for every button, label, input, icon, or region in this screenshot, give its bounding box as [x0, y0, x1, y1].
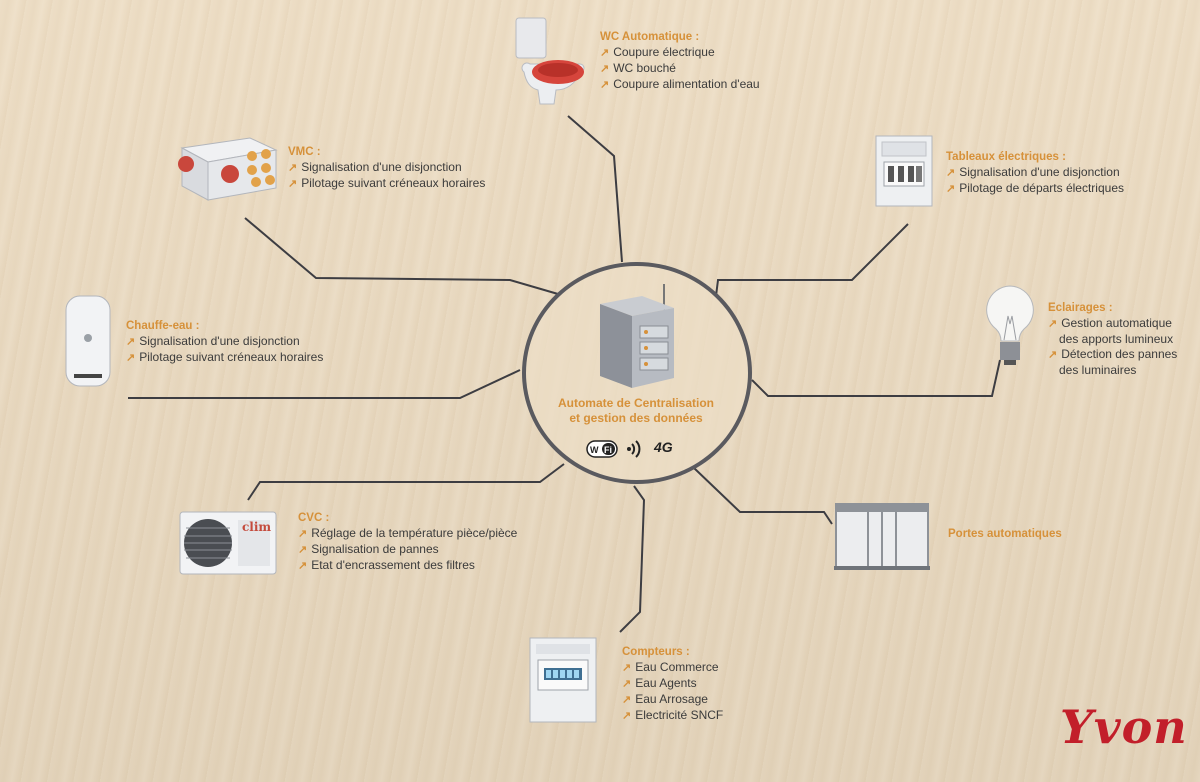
list-item: ↗Coupure alimentation d'eau: [600, 77, 760, 91]
list-item: ↗Pilotage suivant créneaux horaires: [288, 176, 486, 190]
chauffe-eau-block: Chauffe-eau : ↗Signalisation d'une disjo…: [126, 319, 323, 366]
arrow-icon: ↗: [600, 63, 610, 75]
arrow-icon: ↗: [298, 544, 308, 556]
electrical-panel-icon: [875, 135, 933, 207]
list-item: ↗Signalisation d'une disjonction: [946, 165, 1120, 179]
arrow-icon: ↗: [1048, 318, 1058, 330]
arrow-icon: ↗: [600, 47, 610, 59]
hub-connectivity: W Fi 4G: [586, 437, 706, 461]
line-portes: [693, 467, 833, 525]
eclairages-title: Eclairages :: [1048, 302, 1113, 314]
list-item: ↗Coupure électrique: [600, 45, 715, 59]
list-item: ↗Signalisation d'une disjonction: [126, 334, 300, 348]
line-cvc: [247, 463, 565, 501]
list-item: ↗Eau Agents: [622, 676, 697, 690]
cvc-block: CVC : ↗Réglage de la température pièce/p…: [298, 511, 517, 574]
list-item: ↗WC bouché: [600, 61, 676, 75]
line-vmc: [244, 217, 559, 295]
list-item: ↗Réglage de la température pièce/pièce: [298, 526, 518, 540]
network-4g-label: 4G: [654, 439, 673, 455]
automatic-door-icon: [834, 503, 930, 570]
vmc-block: VMC : ↗Signalisation d'une disjonction ↗…: [288, 145, 485, 192]
list-item: ↗Signalisation d'une disjonction: [288, 160, 462, 174]
tableaux-title: Tableaux électriques :: [946, 151, 1066, 163]
arrow-icon: ↗: [622, 662, 632, 674]
compteurs-title: Compteurs :: [622, 646, 690, 658]
server-cabinet-icon: [600, 284, 674, 388]
portes-title: Portes automatiques: [948, 528, 1062, 540]
list-item: ↗Signalisation de pannes: [298, 542, 439, 556]
toilet-icon: [515, 17, 585, 105]
water-heater-icon: [65, 295, 111, 387]
arrow-icon: ↗: [126, 352, 136, 364]
wifi-logo-icon: W Fi: [586, 440, 618, 458]
arrow-icon: ↗: [946, 183, 956, 195]
portes-block: Portes automatiques: [948, 527, 1062, 542]
light-bulb-icon: [986, 285, 1034, 365]
list-item: des luminaires: [1059, 363, 1137, 377]
arrow-icon: ↗: [298, 560, 308, 572]
svg-text:Fi: Fi: [604, 445, 612, 455]
vmc-title: VMC :: [288, 146, 321, 158]
signature: Yvon: [1060, 700, 1188, 754]
arrow-icon: ↗: [288, 178, 298, 190]
compteurs-block: Compteurs : ↗Eau Commerce ↗Eau Agents ↗E…: [622, 645, 723, 724]
arrow-icon: ↗: [1048, 349, 1058, 361]
list-item: ↗Etat d'encrassement des filtres: [298, 558, 475, 572]
arrow-icon: ↗: [298, 528, 308, 540]
ventilation-unit-icon: [178, 137, 278, 201]
air-conditioner-icon: [179, 511, 277, 575]
clim-label: clim: [242, 520, 272, 534]
list-item: ↗Détection des pannes: [1048, 347, 1178, 361]
list-item: ↗Eau Commerce: [622, 660, 719, 674]
line-eclairages: [751, 359, 1001, 397]
arrow-icon: ↗: [288, 162, 298, 174]
wc-title: WC Automatique :: [600, 31, 700, 43]
tableaux-block: Tableaux électriques : ↗Signalisation d'…: [946, 150, 1124, 197]
list-item: ↗Pilotage de départs électriques: [946, 181, 1124, 195]
arrow-icon: ↗: [600, 79, 610, 91]
line-chauffe-eau: [128, 369, 521, 399]
meter-cabinet-icon: [529, 637, 597, 723]
arrow-icon: ↗: [622, 694, 632, 706]
list-item: des apports lumineux: [1059, 332, 1174, 346]
line-wc: [567, 115, 623, 263]
chauffe-eau-title: Chauffe-eau :: [126, 320, 200, 332]
arrow-icon: ↗: [622, 678, 632, 690]
cvc-title: CVC :: [298, 512, 330, 524]
arrow-icon: ↗: [622, 710, 632, 722]
eclairages-block: Eclairages : ↗Gestion automatique des ap…: [1048, 301, 1177, 378]
hub-title: Automate de Centralisation et gestion de…: [557, 396, 715, 425]
line-compteurs: [619, 485, 646, 633]
wireless-signal-icon: [627, 440, 641, 458]
wc-block: WC Automatique : ↗Coupure électrique ↗WC…: [600, 30, 760, 93]
list-item: ↗Eau Arrosage: [622, 692, 708, 706]
arrow-icon: ↗: [946, 167, 956, 179]
list-item: ↗Gestion automatique: [1048, 316, 1172, 330]
list-item: ↗Pilotage suivant créneaux horaires: [126, 350, 324, 364]
line-tableaux: [715, 223, 909, 297]
arrow-icon: ↗: [126, 336, 136, 348]
svg-text:W: W: [590, 445, 599, 455]
list-item: ↗Electricité SNCF: [622, 708, 724, 722]
